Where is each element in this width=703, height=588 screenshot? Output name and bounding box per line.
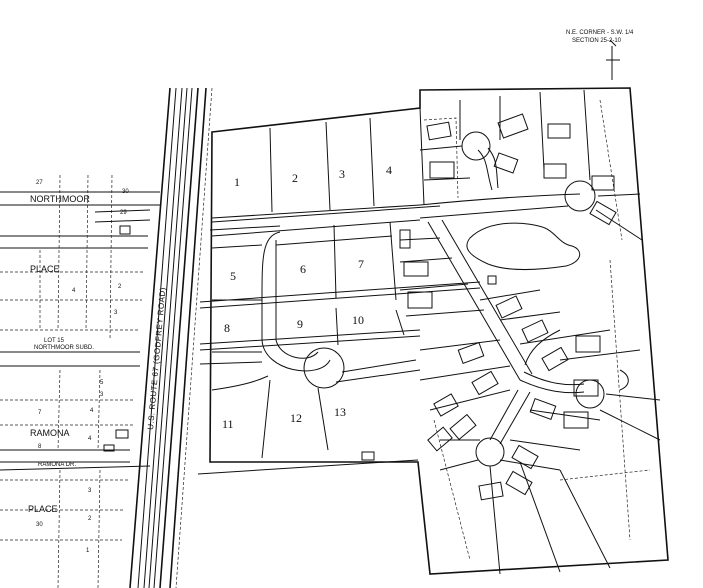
adj-lot-3: 3 [114,310,118,316]
lot-7-label: 7 [358,257,364,271]
adj-lot-3c: 3 [88,488,92,494]
lot-note-1: LOT 15 [44,338,65,344]
lots-middle [199,221,405,365]
east-buildings [399,113,617,501]
corner-marker [606,39,620,80]
adj-lot-30: 30 [122,189,129,195]
main-street [199,205,481,389]
adj-lot-8: 8 [38,444,42,450]
street-place-bottom: PLACE [28,504,58,514]
lot-4-label: 4 [386,163,392,177]
lot-9-label: 9 [297,317,303,331]
lot-13-label: 13 [334,405,346,419]
adj-lot-2b: 2 [88,516,92,522]
lot-10-label: 10 [352,313,364,327]
adj-lot-3b: 3 [100,392,104,398]
lot-6-label: 6 [300,262,306,276]
highway-corridor [129,87,213,588]
lot-3-label: 3 [339,167,345,181]
corner-note-line1: N.E. CORNER - S.W. 1/4 [566,30,634,36]
lot-1-label: 1 [234,175,240,189]
east-lot-lines [399,89,661,575]
adj-lot-4: 4 [72,288,76,294]
east-streets [419,131,629,467]
lots-south-row [211,359,421,461]
highway-label: U.S. ROUTE 67 (GODFREY ROAD) [146,287,167,430]
lot-12-label: 12 [290,411,302,425]
corner-note-line2: SECTION 25-2-10 [572,38,622,44]
adj-lot-4c: 4 [88,436,92,442]
street-northmoor: NORTHMOOR [30,194,90,204]
street-place-top: PLACE [30,264,60,274]
lots-north-row [209,117,421,231]
lot-11-label: 11 [222,417,234,431]
adj-lot-7: 7 [38,410,42,416]
lot-2-label: 2 [292,171,298,185]
adj-lot-29: 29 [120,210,127,216]
adj-lot-27: 27 [36,180,43,186]
street-ramona: RAMONA [30,428,70,438]
lot-5-label: 5 [230,269,236,283]
pond [466,222,581,270]
adj-lot-5: 5 [100,380,104,386]
property-boundary [197,87,669,575]
adj-lot-4b: 4 [90,408,94,414]
adj-lot-30b: 30 [36,522,43,528]
adj-lot-2: 2 [118,284,122,290]
lot-8-label: 8 [224,321,230,335]
west-subdivision [0,174,160,588]
street-ramona-dr: RAMONA DR. [38,462,76,468]
lot-note-2: NORTHMOOR SUBD. [34,345,94,351]
adj-lot-1: 1 [86,548,90,554]
